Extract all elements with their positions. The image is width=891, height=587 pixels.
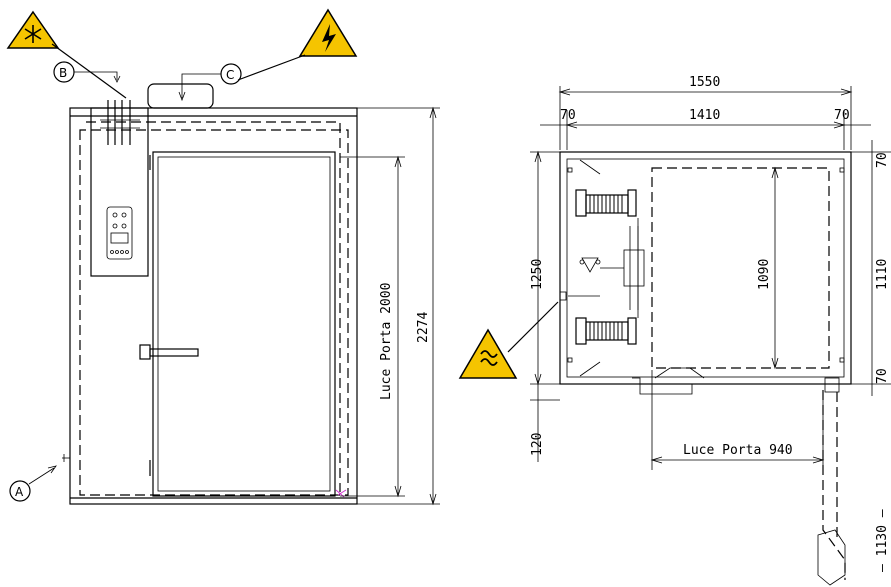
- wall-top-label: 70: [875, 152, 890, 168]
- door: [152, 151, 336, 497]
- door-clear-width-label: Luce Porta 940: [683, 443, 793, 458]
- front-inner-dashed: [79, 129, 349, 496]
- callout-a-circle: [9, 480, 31, 502]
- door-handle-base: [139, 344, 151, 360]
- door-swing-leaf: [817, 529, 846, 586]
- drain-warning-icon: [458, 301, 559, 379]
- evaporator-depth-label: 1090: [757, 259, 772, 290]
- wall-right-label: 70: [834, 108, 850, 123]
- door-handle: [149, 348, 199, 357]
- callout-a-label: A: [15, 485, 24, 499]
- door-clear-height-label: Luce Porta 2000: [379, 283, 394, 400]
- plan-inner-dashed: [651, 167, 830, 369]
- front-view: [62, 83, 440, 506]
- refrigeration-warning-icon: [6, 10, 127, 99]
- electrical-warning-icon: [237, 8, 358, 81]
- door-swing-label: – 1130 –: [875, 509, 890, 572]
- wall-left-label: 70: [560, 108, 576, 123]
- fan-icon: [579, 226, 645, 310]
- control-panel: [106, 206, 133, 260]
- threshold-label: 120: [530, 433, 545, 456]
- wall-bottom-label: 70: [875, 368, 890, 384]
- callout-c-label: C: [226, 68, 234, 82]
- callout-b-label: B: [59, 66, 67, 80]
- depth-inner-label: 1110: [875, 259, 890, 290]
- overall-height-label: 2274: [416, 312, 431, 343]
- front-panel-outline: [69, 107, 358, 505]
- plan-outline: [559, 151, 852, 385]
- refrigeration-unit: [90, 107, 149, 277]
- inner-width-label: 1410: [689, 108, 720, 123]
- overall-width-label: 1550: [689, 75, 720, 90]
- top-unit-box: [147, 83, 214, 109]
- plan-view: [530, 86, 891, 586]
- depth-outer-label: 1250: [530, 259, 545, 290]
